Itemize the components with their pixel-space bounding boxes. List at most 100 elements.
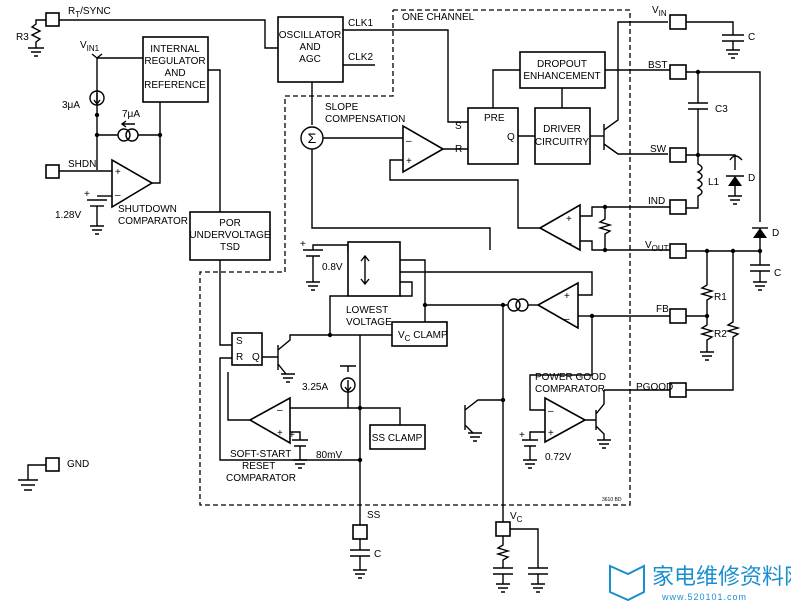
sw-pin [669,147,687,163]
regulator-line2: REGULATOR [144,56,205,67]
i-3ua-label: 3μA [62,100,80,111]
vc-clamp-block [391,321,448,347]
shdn-comp-minus: – [115,190,121,201]
vout-pin [669,243,687,259]
vout-label: VOUT [645,240,669,253]
por-line1: POR [219,218,241,229]
por-line2: UNDERVOLTAGE [189,230,270,241]
bat-plus-1: + [84,189,90,200]
softstart-line1: SOFT-START [230,449,291,460]
error-amplifier [536,281,579,330]
latch-q: Q [507,132,515,143]
gnd-label: GND [67,459,89,470]
csa-minus: – [566,238,572,249]
pg-minus: – [548,406,554,417]
osc-line3: AGC [299,54,321,65]
ind-label: IND [648,196,665,207]
ref-128-label: 1.28V [55,210,81,221]
sr-s: S [236,336,243,347]
sigma-symbol: Σ [308,130,317,146]
pg-comp-line1: POWER GOOD [535,372,606,383]
sr-latch [231,332,263,366]
internal-regulator-block [142,36,209,103]
i-325-label: 3.25A [302,382,328,393]
bat-plus-pg: + [519,430,525,441]
one-channel-label: ONE CHANNEL [402,12,475,23]
fb-label: FB [656,304,669,315]
rt-sync-pin [45,12,60,27]
ss-clamp-label: SS CLAMP [372,433,423,444]
csa-plus: + [566,214,572,225]
ea-minus: – [564,314,570,325]
shdn-label: SHDN [68,159,96,170]
v-08-label: 0.8V [322,262,343,273]
vc-pin [495,521,511,537]
osc-line1: OSCILLATOR [279,30,341,41]
lowest-voltage-selector [347,241,401,297]
osc-line2: AND [299,42,320,53]
vin-label: VIN [652,5,667,18]
clk1-label: CLK1 [348,18,373,29]
clk2-label: CLK2 [348,52,373,63]
rt-sync-label: RT/SYNC [68,6,111,19]
regulator-line3: AND [164,68,185,79]
v-072-label: 0.72V [545,452,571,463]
dropout-line2: ENHANCEMENT [523,71,600,82]
dropout-line1: DROPOUT [537,59,587,70]
driver-line1: DRIVER [543,124,581,135]
driver-circuitry-block [534,107,591,165]
pg-comp-line2: COMPARATOR [535,384,605,395]
ssr-plus: + [277,428,283,439]
c-vout-label: C [774,268,781,279]
c-vin-label: C [748,32,755,43]
fb-pin [669,308,687,324]
r2-label: R2 [714,329,727,340]
bat-plus-08: + [300,239,306,250]
ss-pin [352,524,368,540]
shdn-pin [45,164,60,179]
regulator-line4: REFERENCE [144,80,206,91]
vc-clamp-label: VC CLAMP [398,330,448,343]
vc-label: VC [510,511,523,524]
lowest-voltage-line2: VOLTAGE [346,317,392,328]
oscillator-block [277,16,344,83]
ssr-minus: – [277,405,283,416]
one-channel-boundary [199,9,631,506]
vin-pin [669,14,687,30]
slope-comp-line2: COMPENSATION [325,114,405,125]
ea-plus: + [564,291,570,302]
softstart-line2: RESET [242,461,275,472]
latch-r: R [455,144,462,155]
watermark-url: www.520101.com [661,592,747,602]
ss-clamp-block [369,424,426,450]
bat-plus-80: + [289,430,295,441]
power-good-comparator [544,396,587,444]
i-7ua-label: 7μA [122,109,140,120]
l1-label: L1 [708,177,720,188]
latch-s: S [455,121,462,132]
vin1-label: VIN1 [80,40,100,53]
por-line3: TSD [220,242,240,253]
bst-pin [669,64,687,80]
bst-label: BST [648,60,667,71]
pwm-comparator [402,124,445,174]
sw-label: SW [650,144,667,155]
ind-pin [669,199,687,215]
pwm-plus: + [406,156,412,167]
gnd-pin [45,457,60,472]
shutdown-comp-line2: COMPARATOR [118,216,188,227]
v-80mv-label: 80mV [316,450,342,461]
d1-label: D [748,173,755,184]
figure-code: 3610 BD [602,497,622,503]
regulator-line1: INTERNAL [150,44,200,55]
ss-label: SS [367,510,381,521]
por-block [189,211,271,261]
pre-label: PRE [484,113,505,124]
dropout-enhancement-block [519,51,606,89]
c-ss-label: C [374,549,381,560]
pwm-minus: – [406,136,412,147]
r3-label: R3 [16,32,29,43]
pg-plus: + [548,428,554,439]
shutdown-comp-line1: SHUTDOWN [118,204,177,215]
